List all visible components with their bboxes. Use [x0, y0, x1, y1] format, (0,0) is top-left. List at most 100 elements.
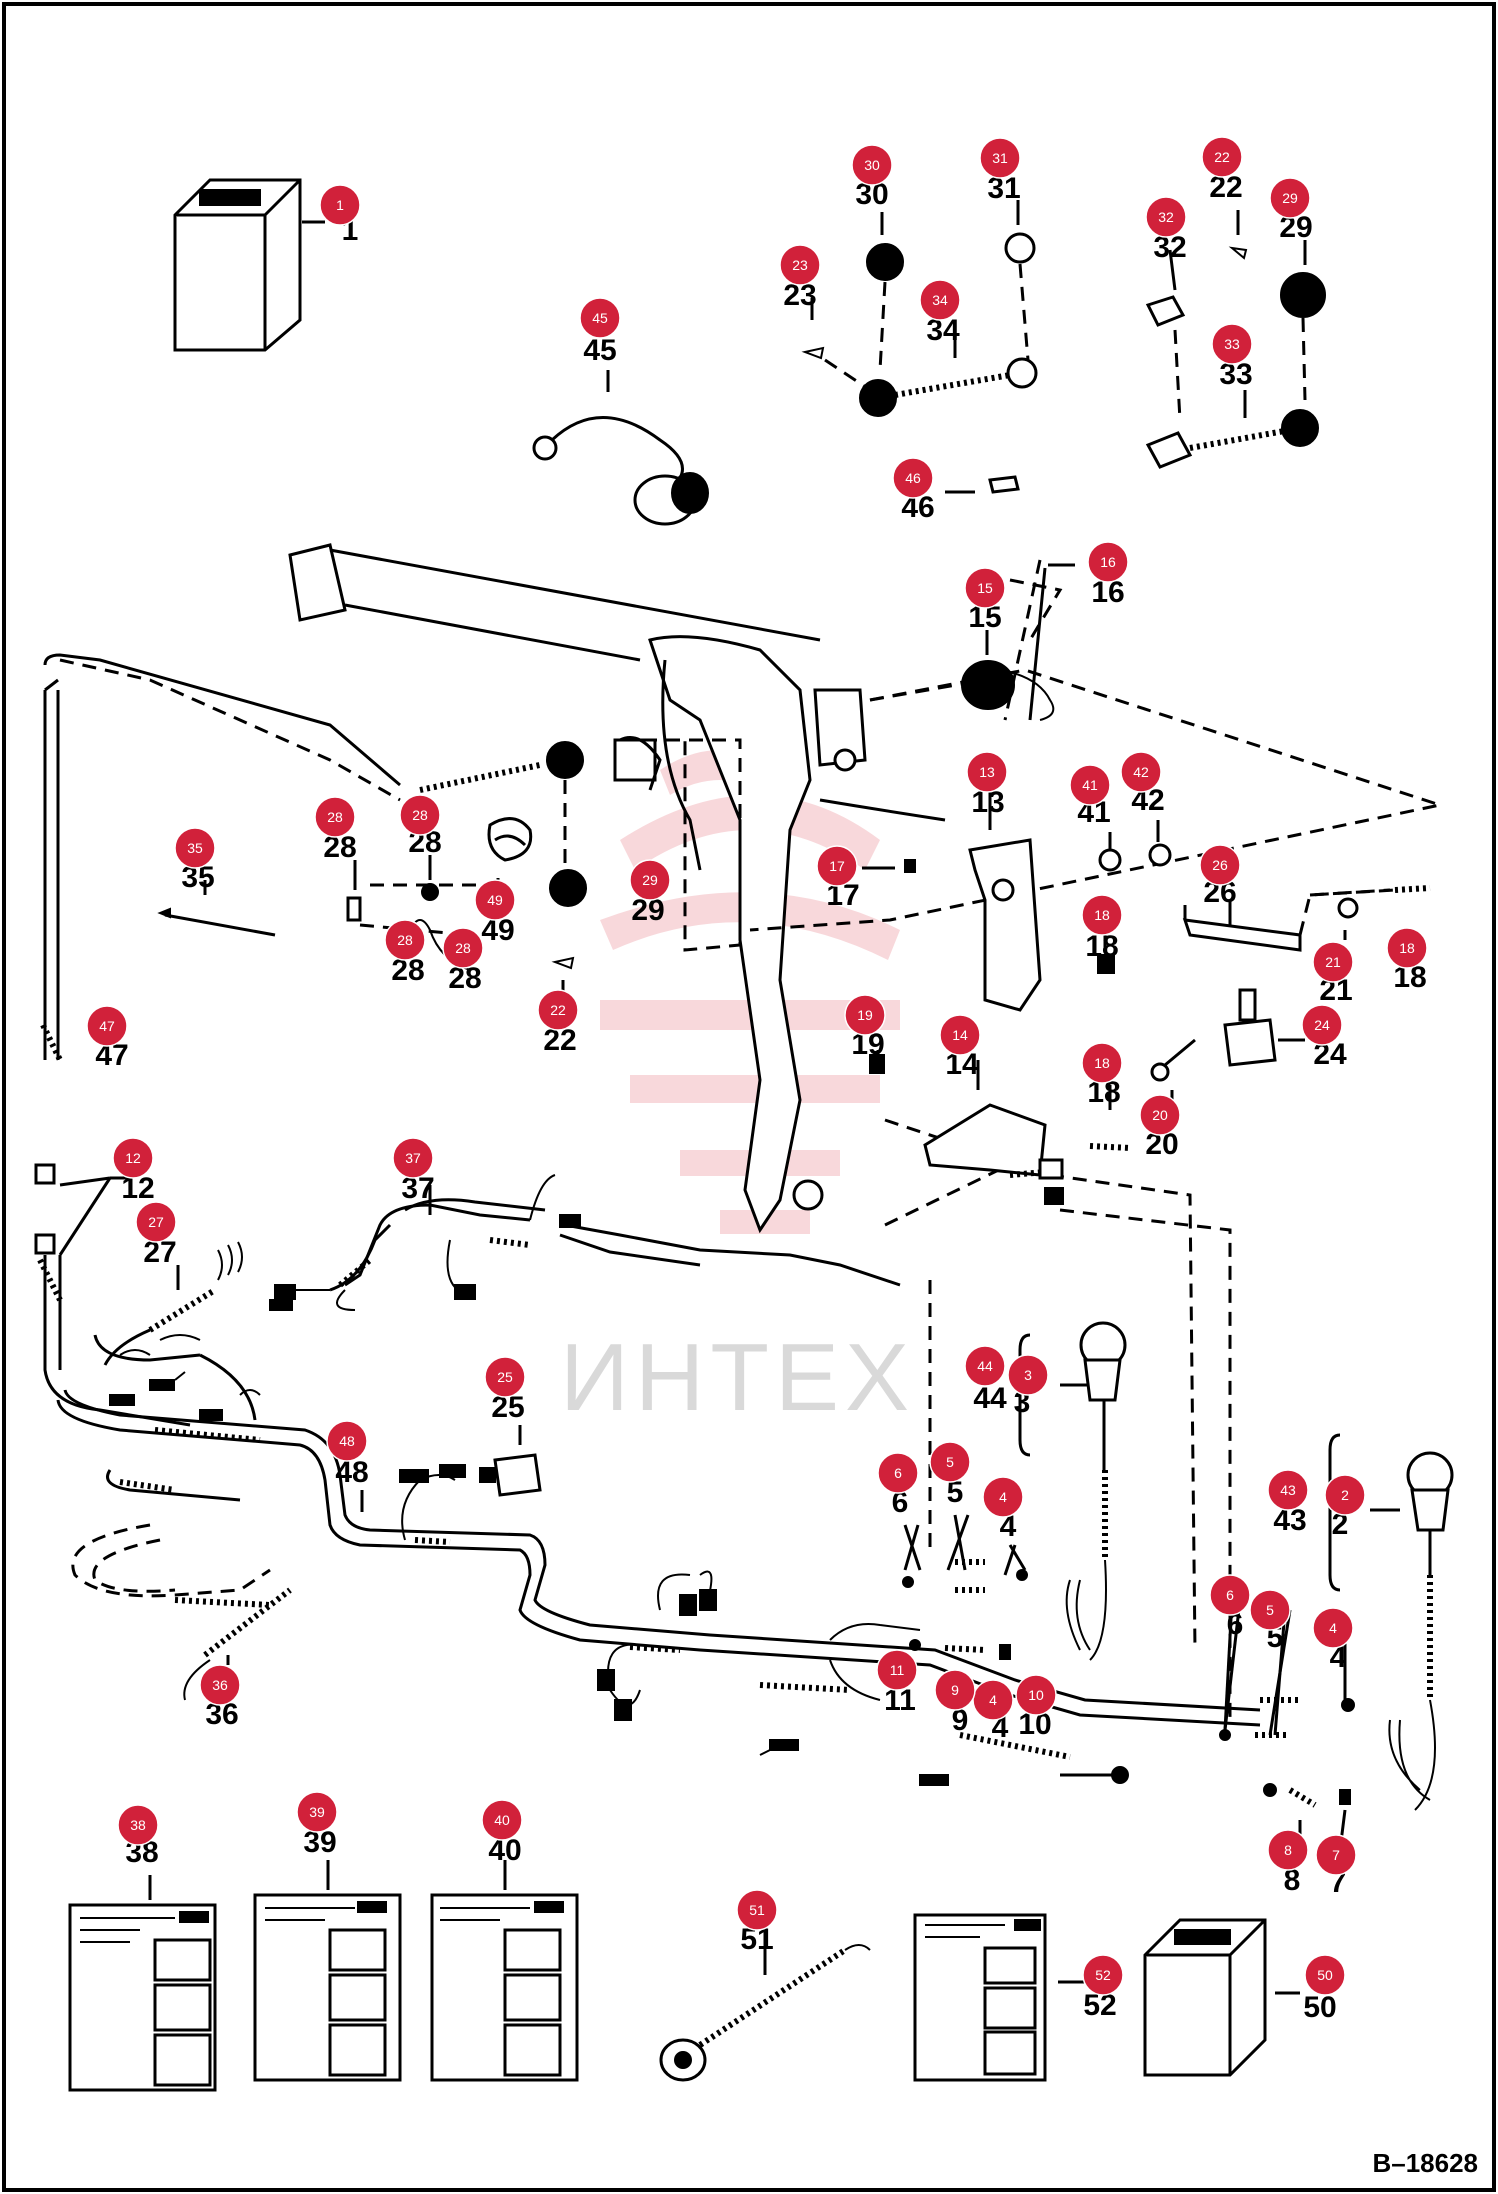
- callout-badge-23[interactable]: 23: [779, 244, 821, 286]
- badge-circle: [1082, 1954, 1124, 1996]
- callout-badge-4[interactable]: 4: [982, 1476, 1024, 1518]
- callout-badge-25[interactable]: 25: [484, 1356, 526, 1398]
- callout-badge-27[interactable]: 27: [135, 1201, 177, 1243]
- badge-label: 11: [890, 1662, 905, 1678]
- callout-badge-11[interactable]: 11: [876, 1649, 918, 1691]
- badge-label: 8: [1284, 1842, 1292, 1858]
- callout-badge-43[interactable]: 43: [1267, 1469, 1309, 1511]
- badge-label: 21: [1325, 954, 1341, 970]
- badge-circle: [319, 184, 361, 226]
- callout-badge-28[interactable]: 28: [384, 919, 426, 961]
- callout-badge-22[interactable]: 22: [1201, 136, 1243, 178]
- badge-circle: [779, 244, 821, 286]
- badge-label: 6: [1226, 1587, 1234, 1603]
- badge-label: 2: [1341, 1487, 1349, 1503]
- part-number-label: 6: [892, 1486, 909, 1519]
- callout-badge-37[interactable]: 37: [392, 1137, 434, 1179]
- callout-badge-4[interactable]: 4: [972, 1679, 1014, 1721]
- badge-circle: [326, 1420, 368, 1462]
- part-number-label: 45: [583, 334, 616, 367]
- callout-badge-46[interactable]: 46: [892, 457, 934, 499]
- callout-badge-32[interactable]: 32: [1145, 196, 1187, 238]
- callout-badge-8[interactable]: 8: [1267, 1829, 1309, 1871]
- callout-badge-50[interactable]: 50: [1304, 1954, 1346, 1996]
- callout-badge-10[interactable]: 10: [1015, 1674, 1057, 1716]
- callout-badge-9[interactable]: 9: [934, 1669, 976, 1711]
- part-1-box: [173, 178, 325, 352]
- callout-badge-20[interactable]: 20: [1139, 1094, 1181, 1136]
- part-number-label: 9: [952, 1704, 969, 1737]
- part-48-harness: [360, 1464, 466, 1541]
- callout-badge-52[interactable]: 52: [1082, 1954, 1124, 1996]
- callout-badge-28[interactable]: 28: [442, 927, 484, 969]
- badge-label: 4: [999, 1489, 1007, 1505]
- callout-badge-36[interactable]: 36: [199, 1664, 241, 1706]
- badge-label: 28: [327, 809, 343, 825]
- badge-circle: [174, 827, 216, 869]
- callout-badge-41[interactable]: 41: [1069, 764, 1111, 806]
- callout-badge-4[interactable]: 4: [1312, 1607, 1354, 1649]
- callout-badge-7[interactable]: 7: [1315, 1834, 1357, 1876]
- callout-badge-34[interactable]: 34: [919, 279, 961, 321]
- callout-badge-48[interactable]: 48: [326, 1420, 368, 1462]
- part-51-cable: [659, 1920, 871, 2082]
- callout-badge-33[interactable]: 33: [1211, 323, 1253, 365]
- callout-badge-29[interactable]: 29: [1269, 177, 1311, 219]
- callout-badge-45[interactable]: 45: [579, 297, 621, 339]
- callout-badge-19[interactable]: 19: [844, 994, 886, 1036]
- callout-badge-3[interactable]: 3: [1007, 1354, 1049, 1396]
- callout-badge-5[interactable]: 5: [929, 1441, 971, 1483]
- callout-badge-28[interactable]: 28: [399, 794, 441, 836]
- callout-badge-2[interactable]: 2: [1324, 1474, 1366, 1516]
- callout-badge-6[interactable]: 6: [877, 1452, 919, 1494]
- callout-badge-26[interactable]: 26: [1199, 844, 1241, 886]
- callout-badge-1[interactable]: 1: [319, 184, 361, 226]
- callout-badge-42[interactable]: 42: [1120, 751, 1162, 793]
- callout-badge-15[interactable]: 15: [964, 567, 1006, 609]
- badge-label: 27: [148, 1214, 164, 1230]
- badge-label: 39: [309, 1804, 325, 1820]
- callout-badge-16[interactable]: 16: [1087, 541, 1129, 583]
- callout-badge-12[interactable]: 12: [112, 1137, 154, 1179]
- badge-label: 24: [1314, 1017, 1330, 1033]
- callout-badge-13[interactable]: 13: [966, 751, 1008, 793]
- callout-badge-21[interactable]: 21: [1312, 941, 1354, 983]
- badge-circle: [966, 751, 1008, 793]
- part-14-bracket: [923, 1060, 1064, 1205]
- callout-badge-18[interactable]: 18: [1081, 1042, 1123, 1084]
- callout-badge-40[interactable]: 40: [481, 1799, 523, 1841]
- callout-badge-51[interactable]: 51: [736, 1889, 778, 1931]
- callout-badge-5[interactable]: 5: [1249, 1589, 1291, 1631]
- callout-badge-14[interactable]: 14: [939, 1014, 981, 1056]
- part-17-pin: [862, 859, 916, 873]
- badge-circle: [1315, 1834, 1357, 1876]
- tilt-tube-assembly: [34, 653, 584, 1427]
- callout-badge-18[interactable]: 18: [1081, 894, 1123, 936]
- callout-badge-22[interactable]: 22: [537, 989, 579, 1031]
- callout-badge-17[interactable]: 17: [816, 845, 858, 887]
- badge-circle: [877, 1452, 919, 1494]
- parts-30-31-34-group: [801, 200, 1038, 417]
- badge-circle: [442, 927, 484, 969]
- callout-badge-35[interactable]: 35: [174, 827, 216, 869]
- badge-circle: [384, 919, 426, 961]
- badge-label: 49: [487, 892, 503, 908]
- callout-badge-31[interactable]: 31: [979, 137, 1021, 179]
- callout-badge-18[interactable]: 18: [1386, 927, 1428, 969]
- callout-badge-29[interactable]: 29: [629, 859, 671, 901]
- dashed-assembly-lines: [359, 559, 1446, 1720]
- callout-badge-38[interactable]: 38: [117, 1804, 159, 1846]
- callout-badge-28[interactable]: 28: [314, 796, 356, 838]
- callout-badge-6[interactable]: 6: [1209, 1574, 1251, 1616]
- badge-label: 28: [455, 940, 471, 956]
- badge-circle: [86, 1005, 128, 1047]
- part-45-cap: [532, 370, 709, 526]
- callout-badge-30[interactable]: 30: [851, 144, 893, 186]
- part-number-label: 4: [1330, 1641, 1347, 1674]
- badge-circle: [1304, 1954, 1346, 1996]
- callout-badge-44[interactable]: 44: [964, 1345, 1006, 1387]
- callout-badge-39[interactable]: 39: [296, 1791, 338, 1833]
- callout-badge-24[interactable]: 24: [1301, 1004, 1343, 1046]
- callout-badge-47[interactable]: 47: [86, 1005, 128, 1047]
- callout-badge-49[interactable]: 49: [474, 879, 516, 921]
